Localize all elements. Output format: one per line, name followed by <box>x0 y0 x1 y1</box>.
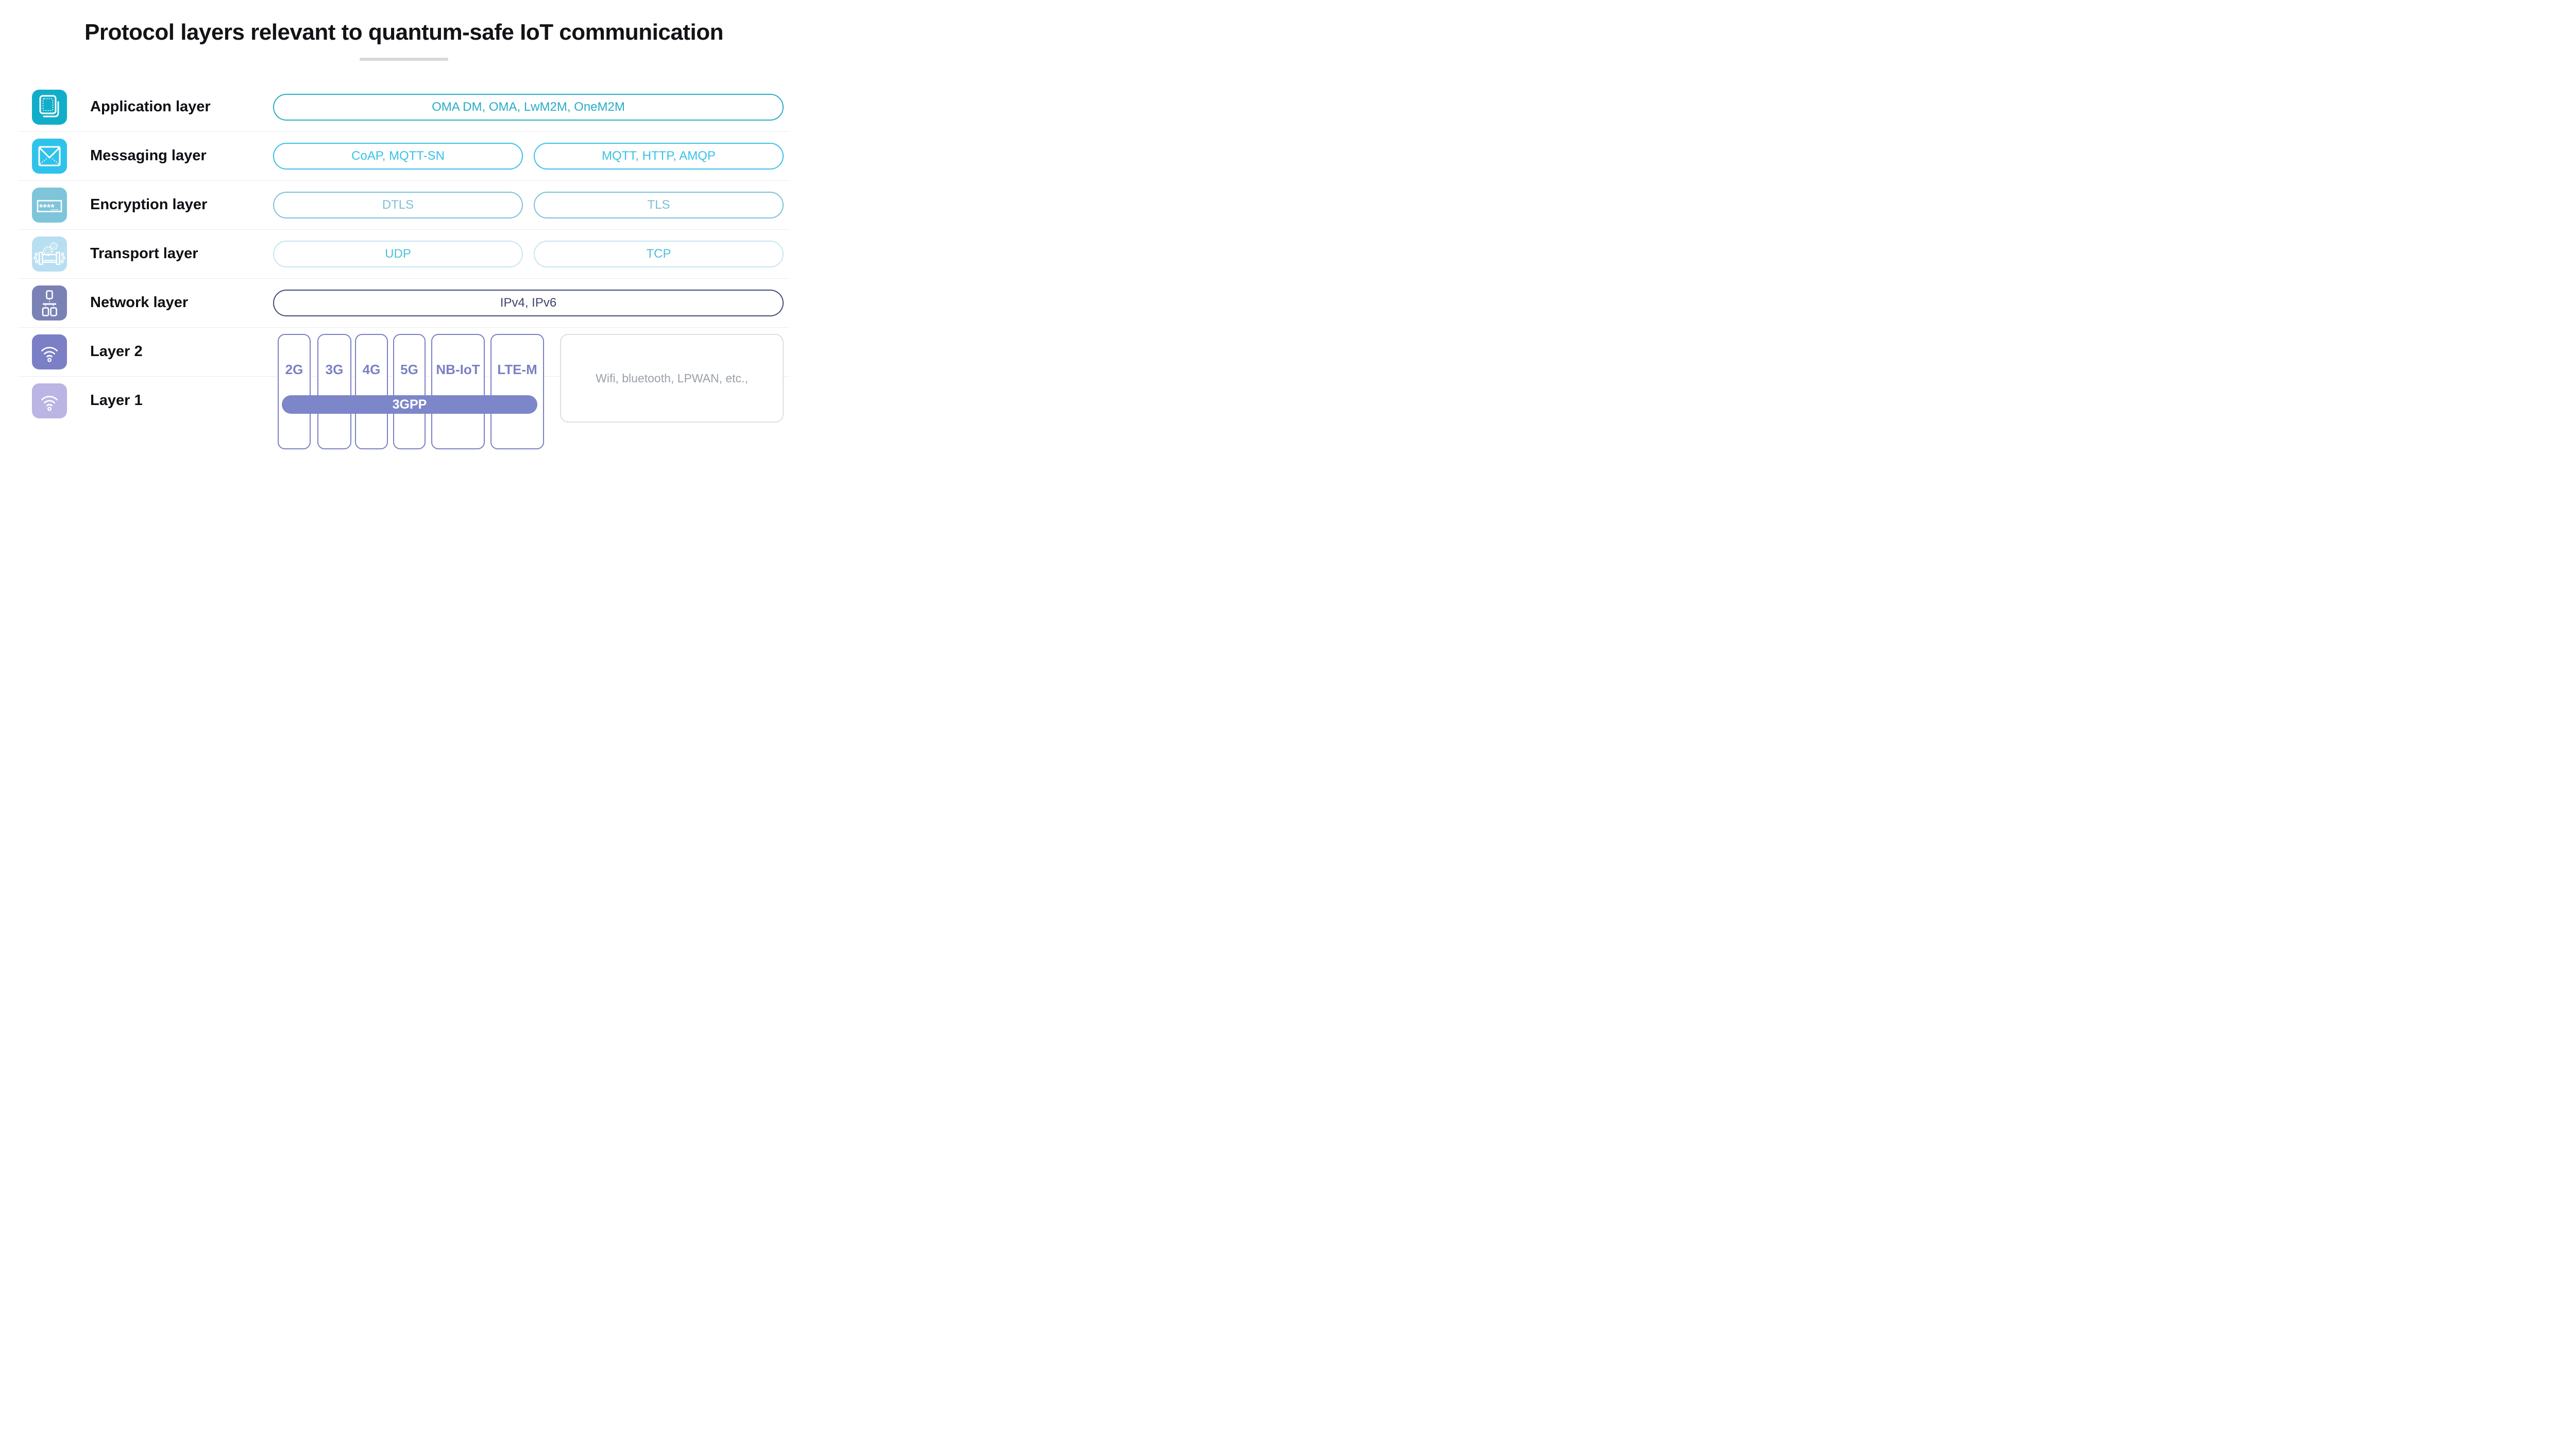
envelope-icon <box>32 138 67 174</box>
cellular-box-4g: 4G <box>355 334 388 449</box>
protocol-layers-infographic: Protocol layers relevant to quantum-safe… <box>0 0 808 454</box>
row-label: Transport layer <box>90 245 198 262</box>
protocol-pill: DTLS <box>273 191 523 218</box>
protocol-pill: CoAP, MQTT-SN <box>273 142 523 170</box>
pipeline-gears-icon <box>32 236 67 272</box>
page-title: Protocol layers relevant to quantum-safe… <box>84 20 723 45</box>
row-messaging-layer: Messaging layer CoAP, MQTT-SN MQTT, HTTP… <box>0 131 808 181</box>
cellular-box-2g: 2G <box>278 334 311 449</box>
protocol-pill: TLS <box>534 191 784 218</box>
row-label: Encryption layer <box>90 196 208 213</box>
protocol-pill: OMA DM, OMA, LwM2M, OneM2M <box>273 93 784 121</box>
title-underline <box>360 58 448 61</box>
layer-rows: Application layer OMA DM, OMA, LwM2M, On… <box>0 82 808 425</box>
cellular-box-3g: 3G <box>317 334 351 449</box>
3gpp-band: 3GPP <box>282 395 537 414</box>
row-label: Application layer <box>90 98 211 115</box>
row-label: Messaging layer <box>90 147 207 164</box>
cellular-box-lte-m: LTE-M <box>490 334 544 449</box>
protocol-pill: UDP <box>273 240 523 267</box>
row-encryption-layer: **** Encryption layer DTLS TLS <box>0 180 808 230</box>
other-radio-box: Wifi, bluetooth, LPWAN, etc., <box>560 334 784 423</box>
wifi-icon <box>32 334 67 369</box>
svg-text:****: **** <box>39 203 55 213</box>
protocol-pill: TCP <box>534 240 784 267</box>
cellular-box-5g: 5G <box>393 334 426 449</box>
protocol-pill: IPv4, IPv6 <box>273 289 784 316</box>
row-label: Layer 1 <box>90 392 143 409</box>
radio-technology-section: 2G 3G 4G 5G NB-IoT LTE-M 3GPP Wifi, blue… <box>0 334 808 449</box>
row-label: Network layer <box>90 294 189 311</box>
network-tree-icon <box>32 285 67 321</box>
stacked-windows-icon <box>32 89 67 125</box>
row-application-layer: Application layer OMA DM, OMA, LwM2M, On… <box>0 82 808 132</box>
row-layer-1: Layer 1 <box>0 376 808 425</box>
row-network-layer: Network layer IPv4, IPv6 <box>0 278 808 328</box>
wifi-icon <box>32 383 67 418</box>
cellular-box-nb-iot: NB-IoT <box>431 334 485 449</box>
password-field-icon: **** <box>32 187 67 223</box>
row-label: Layer 2 <box>90 343 143 360</box>
protocol-pill: MQTT, HTTP, AMQP <box>534 142 784 170</box>
row-transport-layer: Transport layer UDP TCP <box>0 229 808 279</box>
